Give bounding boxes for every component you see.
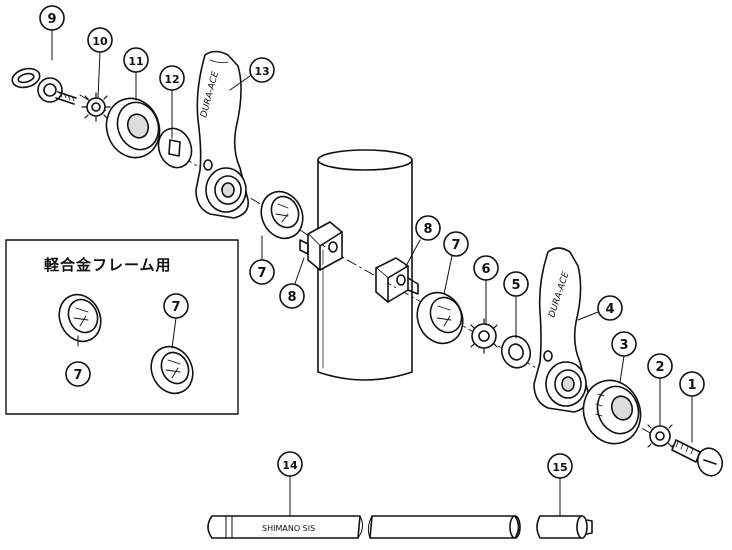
callout-2: 2 (655, 360, 664, 375)
inset-cage-left (58, 293, 102, 343)
callout-6: 6 (481, 262, 490, 277)
callout-8-left-nut: 8 (287, 290, 296, 305)
inset-title: 軽合金フレーム用 (44, 256, 172, 274)
part-8-nut-left (299, 221, 343, 271)
callout-4: 4 (605, 302, 614, 317)
part-6-star-washer (470, 318, 498, 354)
part-8-nut-right (375, 257, 419, 303)
callout-7-inset-right: 7 (171, 300, 180, 315)
part-7-cage-left (260, 190, 304, 240)
callout-7-inset-left: 7 (73, 368, 82, 383)
inset-box (5, 239, 239, 415)
callout-8-right-nut: 8 (423, 222, 432, 237)
part-15-ferrule (536, 515, 593, 539)
part-9-d-ring-bolt (11, 67, 77, 105)
callout-3: 3 (619, 338, 628, 353)
part-4-lever-right (533, 247, 590, 413)
cable-brand: SHIMANO SIS (262, 524, 315, 533)
part-12-plate (157, 127, 193, 169)
callout-1: 1 (687, 378, 696, 393)
callout-5: 5 (511, 278, 520, 293)
callout-circles (39, 5, 705, 479)
callout-10: 10 (92, 35, 108, 48)
part-10-star-washer (81, 92, 111, 122)
part-1-bolt (671, 439, 724, 477)
callout-9: 9 (47, 12, 56, 27)
part-7-cage-right (416, 291, 464, 345)
part-13-lever-left (195, 50, 250, 219)
callout-7-right-tube: 7 (451, 238, 460, 253)
callout-12: 12 (164, 73, 179, 86)
callout-14: 14 (282, 459, 298, 472)
callout-labels: 9 10 11 12 13 7 8 8 7 6 5 4 3 2 1 14 15 … (47, 12, 696, 474)
callout-13: 13 (254, 65, 269, 78)
part-5-washer (500, 335, 532, 369)
part-14-cable-housing (207, 515, 521, 539)
callout-15: 15 (552, 461, 567, 474)
part-2-star-washer (647, 424, 673, 448)
inset-cage-right (150, 345, 194, 395)
callout-7-left-tube: 7 (257, 266, 266, 281)
part-3-ratchet-drum (582, 379, 642, 445)
part-11-drum (105, 97, 161, 159)
callout-11: 11 (128, 55, 143, 68)
